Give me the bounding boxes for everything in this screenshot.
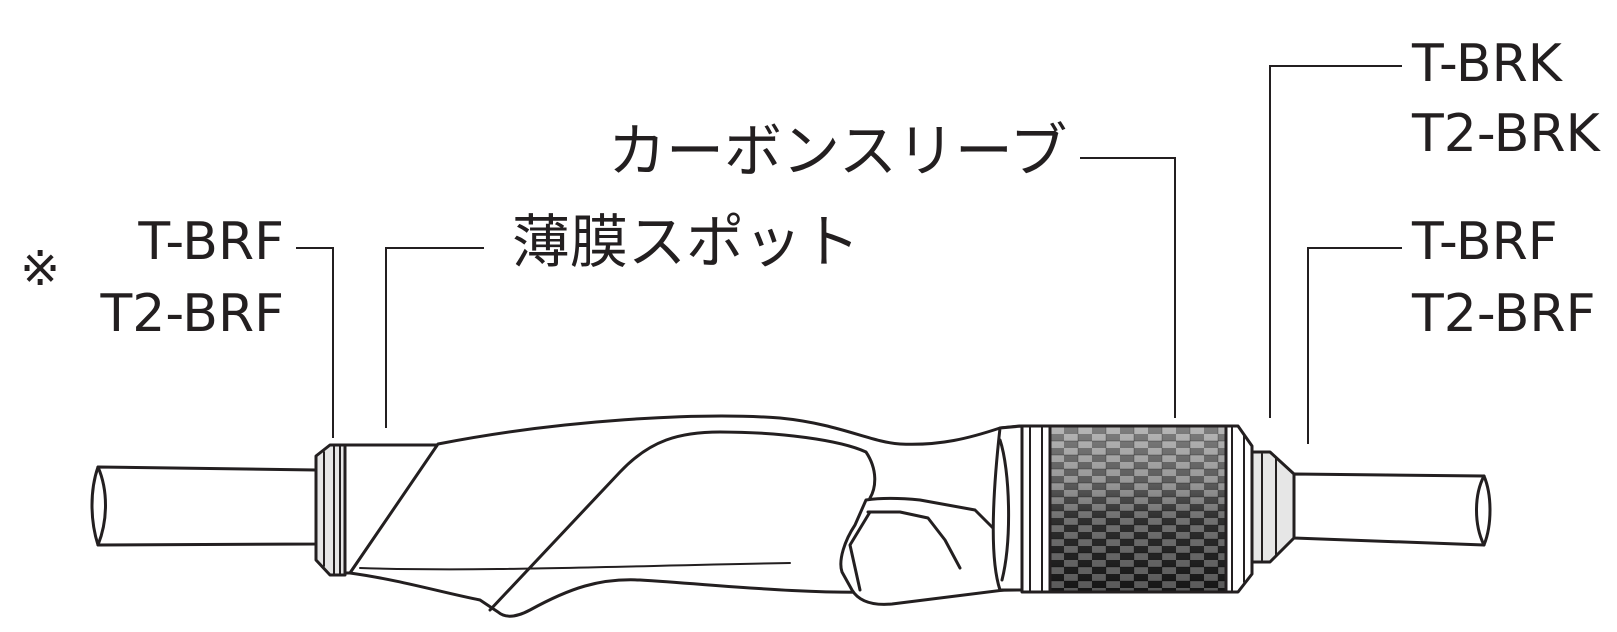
label-carbon-sleeve: カーボンスリーブ: [608, 117, 1068, 185]
thin-film-spot-edge: [488, 430, 877, 612]
leader-left-guide: [296, 247, 334, 438]
trigger-opening: [839, 497, 1022, 606]
leader-right-guide-bottom: [1307, 247, 1402, 444]
label-left-guide-line2: T2-BRF: [100, 284, 284, 344]
left-rod-blank: [90, 465, 318, 547]
label-thin-film-spot: 薄膜スポット: [512, 208, 861, 276]
label-right-guide-top-line1: T-BRK: [1412, 34, 1562, 94]
leader-thin-film-spot: [385, 247, 484, 428]
leader-carbon-sleeve: [1080, 157, 1176, 418]
left-rod-end-cap: [96, 465, 107, 547]
right-rod-blank: [1292, 472, 1492, 547]
right-rod-end-cap: [1475, 474, 1486, 547]
note-mark: ※: [20, 241, 61, 297]
label-left-guide-line1: T-BRF: [138, 212, 284, 272]
label-right-guide-top-line2: T2-BRK: [1412, 104, 1600, 164]
label-right-guide-bottom-line2: T2-BRF: [1412, 284, 1596, 344]
sleeve-front-ring: [1020, 424, 1052, 594]
right-winding-check: [1250, 450, 1296, 564]
sleeve-rear-ring: [1224, 424, 1254, 594]
label-right-guide-bottom-line1: T-BRF: [1412, 212, 1558, 272]
leader-right-guide-top: [1269, 65, 1402, 418]
